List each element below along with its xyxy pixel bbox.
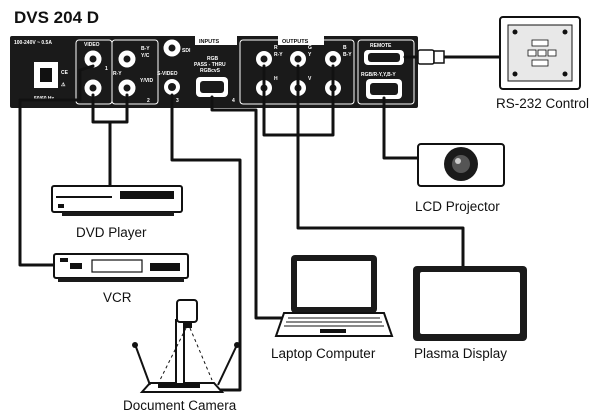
output-label-g: G [308, 45, 312, 51]
input-label-y-vid: Y/VID [140, 78, 153, 84]
vcr-label: VCR [103, 290, 132, 305]
rs232-label: RS-232 Control [496, 96, 589, 111]
projector-label: LCD Projector [415, 199, 500, 214]
rgb-label-3: RGBcvS [200, 68, 221, 74]
rgb-out-label: RGB/R-Y,Y,B-Y [361, 72, 396, 78]
camera-label: Document Camera [123, 398, 237, 413]
cable-camera [170, 93, 242, 392]
laptop-label: Laptop Computer [271, 346, 376, 361]
cable-vcr [18, 64, 95, 267]
video-section-label: VIDEO [84, 42, 100, 48]
output-label-b-y: B-Y [343, 52, 352, 58]
input-number-1: 1 [105, 66, 108, 72]
plasma-label: Plasma Display [414, 346, 507, 361]
remote-label: REMOTE [370, 43, 392, 49]
svg-text:⚠: ⚠ [61, 82, 66, 88]
outputs-section-label: OUTPUTS [282, 39, 309, 45]
cables [18, 49, 502, 392]
inputs-section-label: INPUTS [199, 39, 220, 45]
svg-text:CE: CE [61, 70, 69, 76]
cable-plasma [296, 64, 465, 268]
dvd-label: DVD Player [76, 225, 147, 240]
output-label-y: Y [308, 52, 312, 58]
cable-projector [382, 96, 420, 160]
rgb-label-1: RGB [207, 56, 219, 62]
cable-laptop [210, 95, 292, 320]
input-number-3: 3 [176, 98, 179, 104]
output-label-b: B [343, 45, 347, 51]
laptop-computer: Laptop Computer [271, 255, 394, 361]
power-spec: 100-240V ~ 0.5A [14, 40, 52, 46]
output-label-v: V [308, 76, 312, 82]
output-label-r: R [274, 45, 278, 51]
rgb-label-2: PASS - THRU [194, 62, 226, 68]
s-video-label: S-VIDEO [157, 71, 178, 77]
rs232-controller: RS-232 Control [496, 16, 589, 111]
input-number-4: 4 [232, 98, 235, 104]
rear-panel: 100-240V ~ 0.5A CE ⚠ 50/60 Hz VIDEO B-Y … [10, 36, 418, 108]
lcd-projector: LCD Projector [415, 143, 505, 214]
plasma-display: Plasma Display [413, 266, 527, 361]
document-camera: Document Camera [123, 299, 240, 413]
output-label-r-y: R-Y [274, 52, 283, 58]
sdi-label: SDI [182, 48, 191, 54]
output-label-h: H [274, 76, 278, 82]
input-number-2: 2 [147, 98, 150, 104]
input-label-b-y: B-Y [141, 46, 150, 52]
vcr: VCR [53, 253, 189, 305]
dvd-player: DVD Player [51, 185, 183, 240]
input-label-r-y: R-Y [113, 71, 122, 77]
input-label-y-c: Y/C [141, 53, 150, 59]
diagram-title: DVS 204 D [14, 8, 99, 27]
